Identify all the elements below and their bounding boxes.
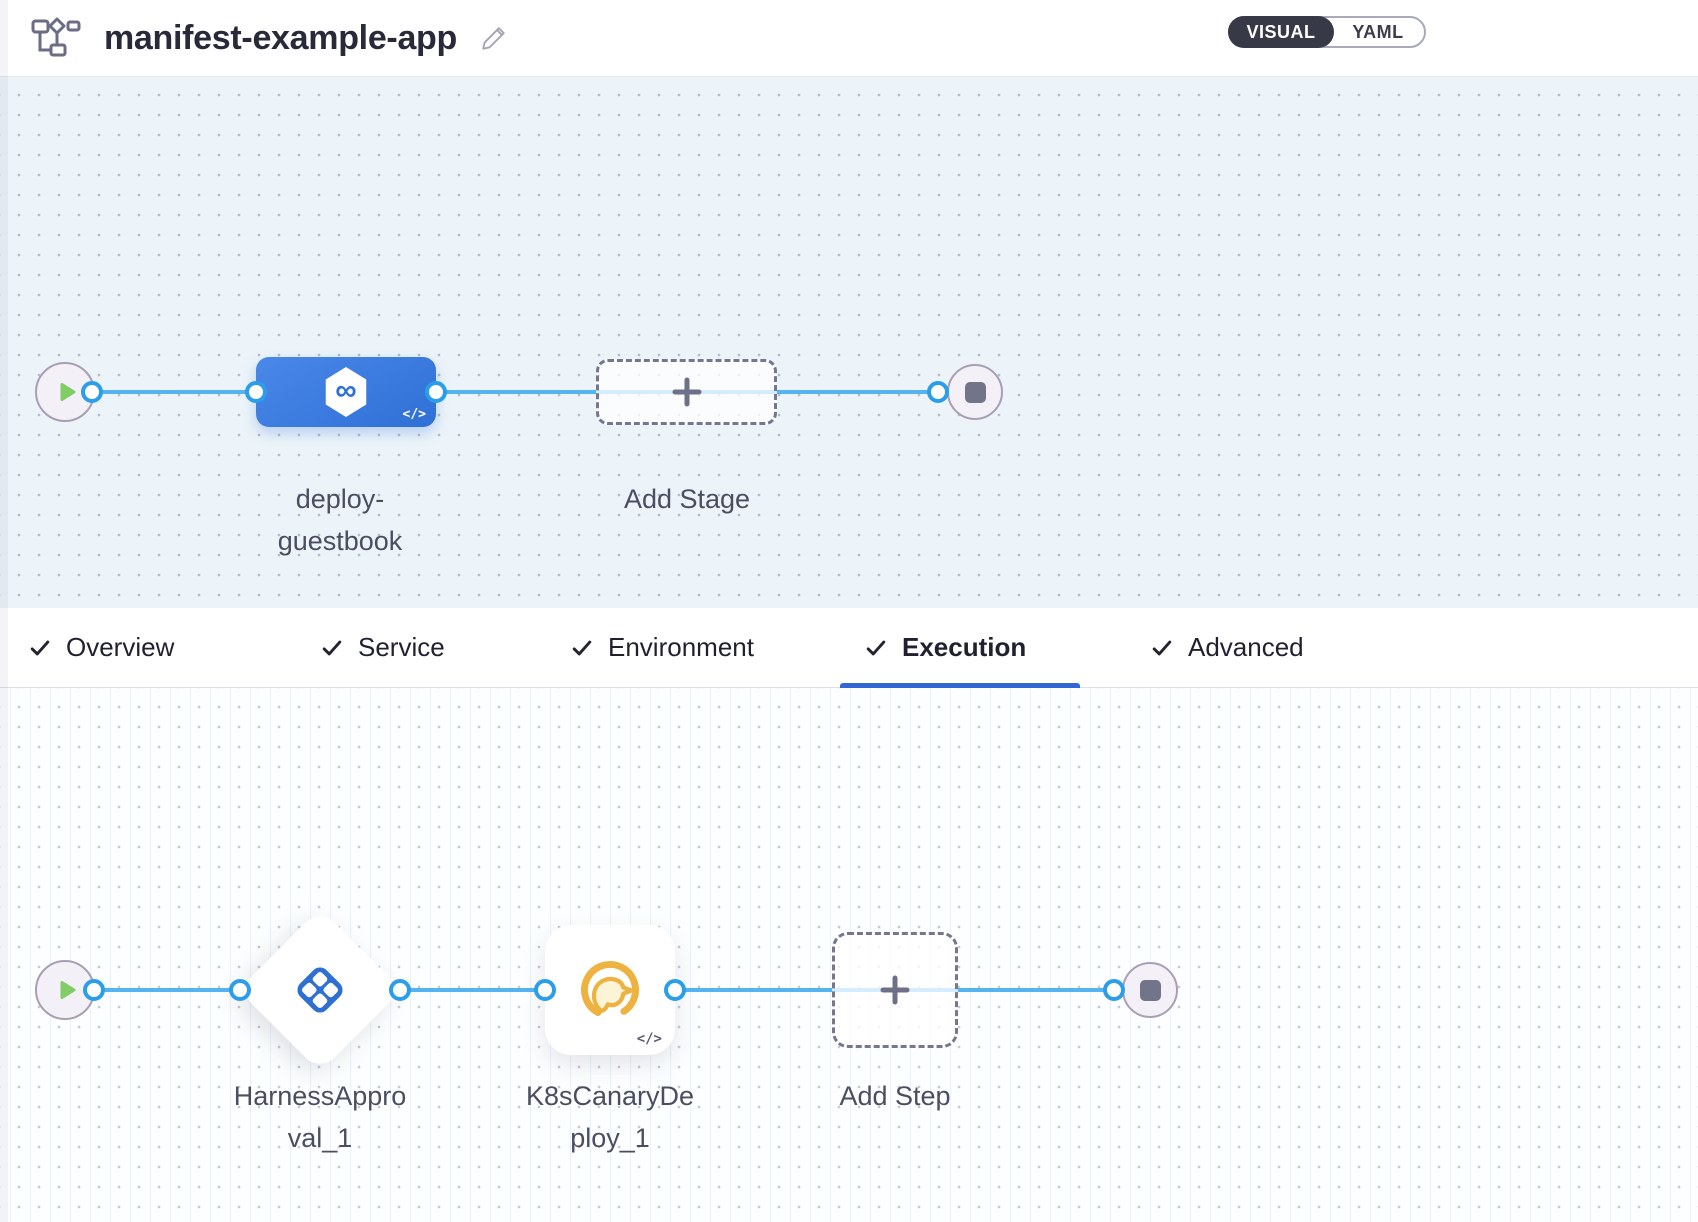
add-stage-label: Add Stage xyxy=(623,484,751,514)
plus-icon xyxy=(880,975,910,1005)
check-icon xyxy=(322,640,342,655)
tab-advanced[interactable]: Advanced xyxy=(1151,608,1304,687)
infinity-icon: ∞ xyxy=(335,373,357,407)
header: manifest-example-app VISUAL YAML xyxy=(0,0,1698,77)
connector-port xyxy=(425,381,447,403)
cd-hexagon-icon: ∞ xyxy=(325,367,367,417)
end-node xyxy=(1122,962,1178,1018)
step-node-k8s-canary[interactable]: </> xyxy=(545,925,675,1055)
connector-port xyxy=(927,381,949,403)
connector-port xyxy=(83,979,105,1001)
tab-label: Environment xyxy=(608,632,754,662)
tab-label: Overview xyxy=(66,632,175,662)
connector-port xyxy=(245,381,267,403)
tab-execution[interactable]: Execution xyxy=(865,608,1026,687)
end-node xyxy=(947,364,1003,420)
stage-node-deploy-guestbook[interactable]: ∞ </> xyxy=(256,357,436,427)
connector-port xyxy=(1103,979,1125,1001)
header-left: manifest-example-app xyxy=(30,13,509,64)
stop-icon xyxy=(964,381,986,403)
stage-canvas[interactable]: ∞ </> deploy-guestbook Add Stage xyxy=(0,76,1698,608)
connector-line xyxy=(65,390,975,394)
step-label: K8sCanaryDeploy_1 xyxy=(525,1081,695,1153)
connector-port xyxy=(389,979,411,1001)
execution-canvas[interactable]: HarnessApproval_1 </> K8sCanaryDeploy_1 … xyxy=(0,688,1698,1222)
stage-tab-bar: Overview Service Environment Execution A… xyxy=(0,608,1698,688)
check-icon xyxy=(1152,640,1172,655)
connector-port xyxy=(81,381,103,403)
play-icon xyxy=(60,383,76,401)
active-tab-underline xyxy=(840,683,1080,688)
add-step-label: Add Step xyxy=(839,1081,951,1111)
tab-service[interactable]: Service xyxy=(321,608,445,687)
play-icon xyxy=(60,981,76,999)
check-icon xyxy=(572,640,592,655)
step-label: HarnessApproval_1 xyxy=(233,1081,407,1153)
view-mode-toggle: VISUAL YAML xyxy=(1228,16,1426,48)
plus-icon xyxy=(672,377,701,407)
stage-label: deploy-guestbook xyxy=(277,484,403,556)
add-step-button[interactable] xyxy=(832,932,958,1048)
toggle-visual-button[interactable]: VISUAL xyxy=(1228,16,1334,48)
pipeline-flowchart-icon xyxy=(30,13,82,64)
stop-icon xyxy=(1139,979,1161,1001)
stage-yaml-badge[interactable]: </> xyxy=(402,407,426,422)
canary-bird-icon xyxy=(581,961,639,1019)
tab-environment[interactable]: Environment xyxy=(571,608,754,687)
harness-approval-icon xyxy=(288,958,352,1022)
connector-port xyxy=(534,979,556,1001)
left-edge-gutter xyxy=(0,0,8,1222)
connector-port xyxy=(664,979,686,1001)
step-yaml-badge[interactable]: </> xyxy=(636,1031,662,1047)
connector-port xyxy=(229,979,251,1001)
toggle-yaml-button[interactable]: YAML xyxy=(1352,21,1404,42)
check-icon xyxy=(866,640,886,655)
tab-label: Execution xyxy=(902,632,1027,662)
tab-overview[interactable]: Overview xyxy=(29,608,174,687)
tab-label: Service xyxy=(358,632,445,662)
page-title: manifest-example-app xyxy=(104,18,457,57)
add-stage-button[interactable] xyxy=(596,359,777,425)
tab-label: Advanced xyxy=(1188,632,1304,662)
check-icon xyxy=(30,640,50,655)
edit-title-button[interactable] xyxy=(479,23,509,53)
